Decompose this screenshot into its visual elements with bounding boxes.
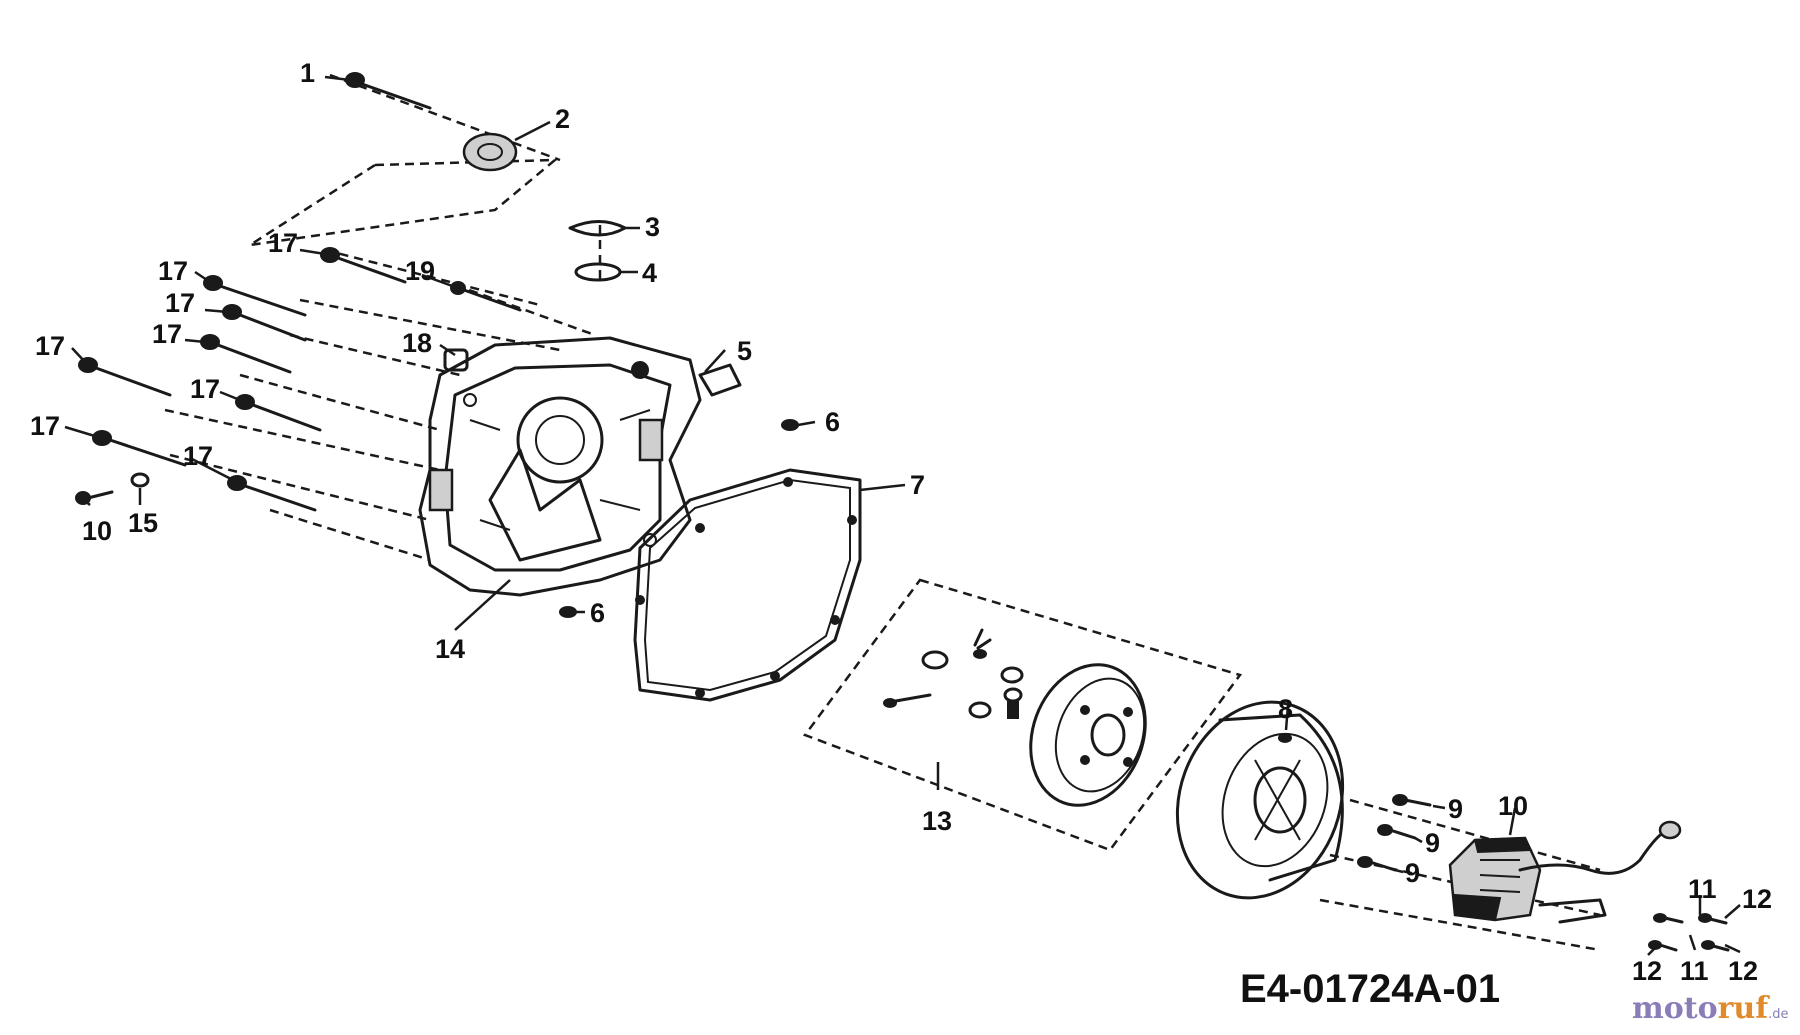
leader-lines	[64, 75, 1741, 956]
callout-6a: 6	[825, 407, 840, 437]
callout-17a: 17	[268, 228, 298, 258]
bolt-17a	[320, 247, 407, 284]
cap-3	[568, 220, 627, 237]
callout-5: 5	[737, 336, 752, 366]
callout-9b: 9	[1425, 828, 1440, 858]
callout-1: 1	[300, 58, 315, 88]
svg-text:motoruf.de: motoruf.de	[1632, 991, 1789, 1026]
callout-12c: 12	[1728, 956, 1758, 986]
bolt-17c	[222, 304, 307, 342]
bolt-1	[345, 72, 432, 110]
callout-11a: 11	[1688, 874, 1717, 904]
callout-11b: 11	[1680, 956, 1709, 986]
callout-17e: 17	[35, 331, 65, 361]
starter-clutch-parts-13	[883, 628, 1147, 807]
callout-17c: 17	[165, 288, 195, 318]
pin-6b	[559, 606, 577, 618]
callout-2: 2	[555, 104, 570, 134]
washer-15	[130, 472, 150, 488]
callout-18: 18	[402, 328, 432, 358]
gasket-7	[633, 468, 862, 702]
callout-14: 14	[435, 634, 465, 664]
callout-15: 15	[128, 508, 158, 538]
watermark-suffix: .de	[1768, 1007, 1788, 1022]
bolt-19	[450, 281, 522, 312]
oil-seal-2	[462, 132, 518, 172]
stator-10	[1448, 820, 1682, 924]
bolt-17f	[235, 394, 322, 432]
bolt-10	[75, 490, 114, 505]
callout-13: 13	[922, 806, 952, 836]
pin-6a	[781, 419, 799, 431]
bolt-set	[78, 72, 522, 512]
callout-4: 4	[642, 258, 657, 288]
callout-17d: 17	[152, 319, 182, 349]
bolt-17e	[78, 357, 172, 397]
flywheel-8	[1175, 700, 1345, 900]
callout-19: 19	[405, 256, 435, 286]
bolts-9	[1357, 794, 1432, 872]
callout-17f: 17	[190, 374, 220, 404]
callout-7: 7	[910, 470, 925, 500]
callout-12b: 12	[1632, 956, 1662, 986]
dowel-5	[698, 363, 742, 397]
callout-8: 8	[1278, 694, 1293, 724]
assembly-guide-lines	[164, 73, 1601, 952]
small-bolts-11-12	[1648, 913, 1730, 952]
callout-labels: 1 2 3 4 5 6 6 7 8 9 9 9 10 10 11 11 12 1…	[30, 58, 1772, 986]
callout-9c: 9	[1405, 858, 1420, 888]
watermark-logo: motoruf.de	[1632, 991, 1789, 1026]
callout-10b: 10	[82, 516, 112, 546]
callout-10a: 10	[1498, 791, 1528, 821]
callout-3: 3	[645, 212, 660, 242]
bolt-17d	[200, 334, 292, 374]
callout-17g: 17	[30, 411, 60, 441]
bolt-17h	[227, 475, 317, 512]
callout-17b: 17	[158, 256, 188, 286]
callout-6b: 6	[590, 598, 605, 628]
o-ring-4	[574, 262, 622, 282]
bolt-17b	[203, 275, 307, 317]
drawing-code: E4-01724A-01	[1240, 967, 1500, 1011]
callout-17h: 17	[183, 441, 213, 471]
crankcase-cover-14	[418, 336, 702, 597]
bolt-17g	[92, 430, 187, 467]
watermark-part2: ruf	[1718, 991, 1771, 1026]
callout-9a: 9	[1448, 794, 1463, 824]
watermark-part1: moto	[1632, 991, 1718, 1026]
callout-12a: 12	[1742, 884, 1772, 914]
